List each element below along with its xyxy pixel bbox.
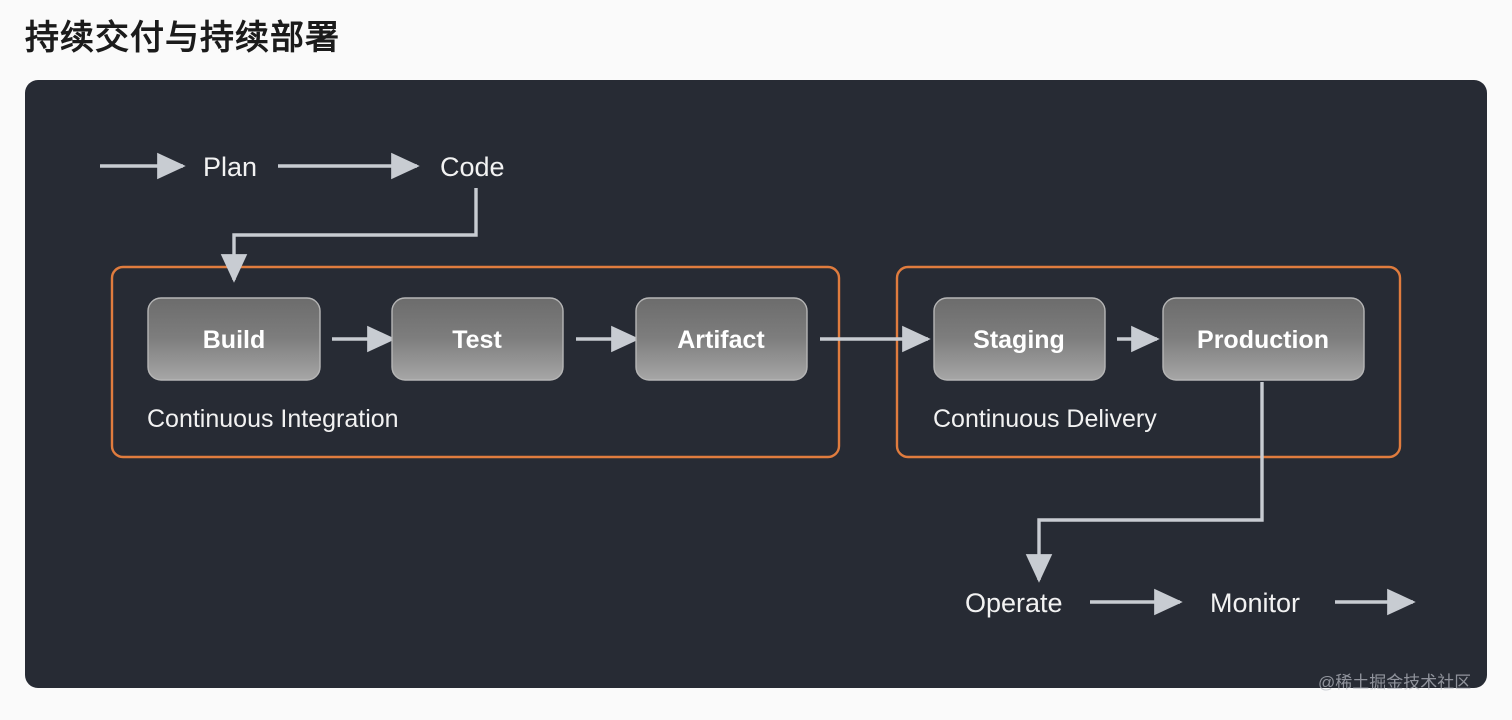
node-label-monitor: Monitor [1210, 588, 1300, 618]
node-label-test: Test [452, 326, 502, 354]
node-test-shape [391, 297, 564, 381]
node-build-shape [147, 297, 321, 381]
node-label-artifact: Artifact [677, 326, 765, 354]
group-label-continuous-integration: Continuous Integration [147, 405, 399, 433]
node-label-operate: Operate [965, 588, 1063, 618]
node-label-build: Build [203, 326, 266, 354]
connector-code-to-build [220, 188, 478, 283]
group-box-continuous-integration [110, 265, 841, 459]
watermark: @稀土掘金技术社区 [1318, 673, 1472, 692]
node-artifact-shape [635, 297, 808, 381]
node-artifact[interactable]: Artifact [635, 297, 808, 381]
node-label-code: Code [440, 152, 505, 182]
node-label-staging: Staging [973, 326, 1065, 354]
node-build[interactable]: Build [147, 297, 321, 381]
diagram-panel: Plan Code Build Test Artifact Staging [25, 80, 1487, 688]
node-staging[interactable]: Staging [933, 297, 1106, 381]
group-label-continuous-delivery: Continuous Delivery [933, 405, 1157, 433]
pipeline-diagram: Plan Code Build Test Artifact Staging [100, 152, 1416, 618]
node-production-shape [1162, 297, 1365, 381]
page-title: 持续交付与持续部署 [25, 19, 340, 57]
node-staging-shape [933, 297, 1106, 381]
node-label-plan: Plan [203, 152, 257, 182]
connector-production-to-operate [1025, 382, 1264, 583]
group-box-continuous-delivery [895, 265, 1402, 459]
node-test[interactable]: Test [391, 297, 564, 381]
node-label-production: Production [1197, 326, 1329, 354]
node-production[interactable]: Production [1162, 297, 1365, 381]
